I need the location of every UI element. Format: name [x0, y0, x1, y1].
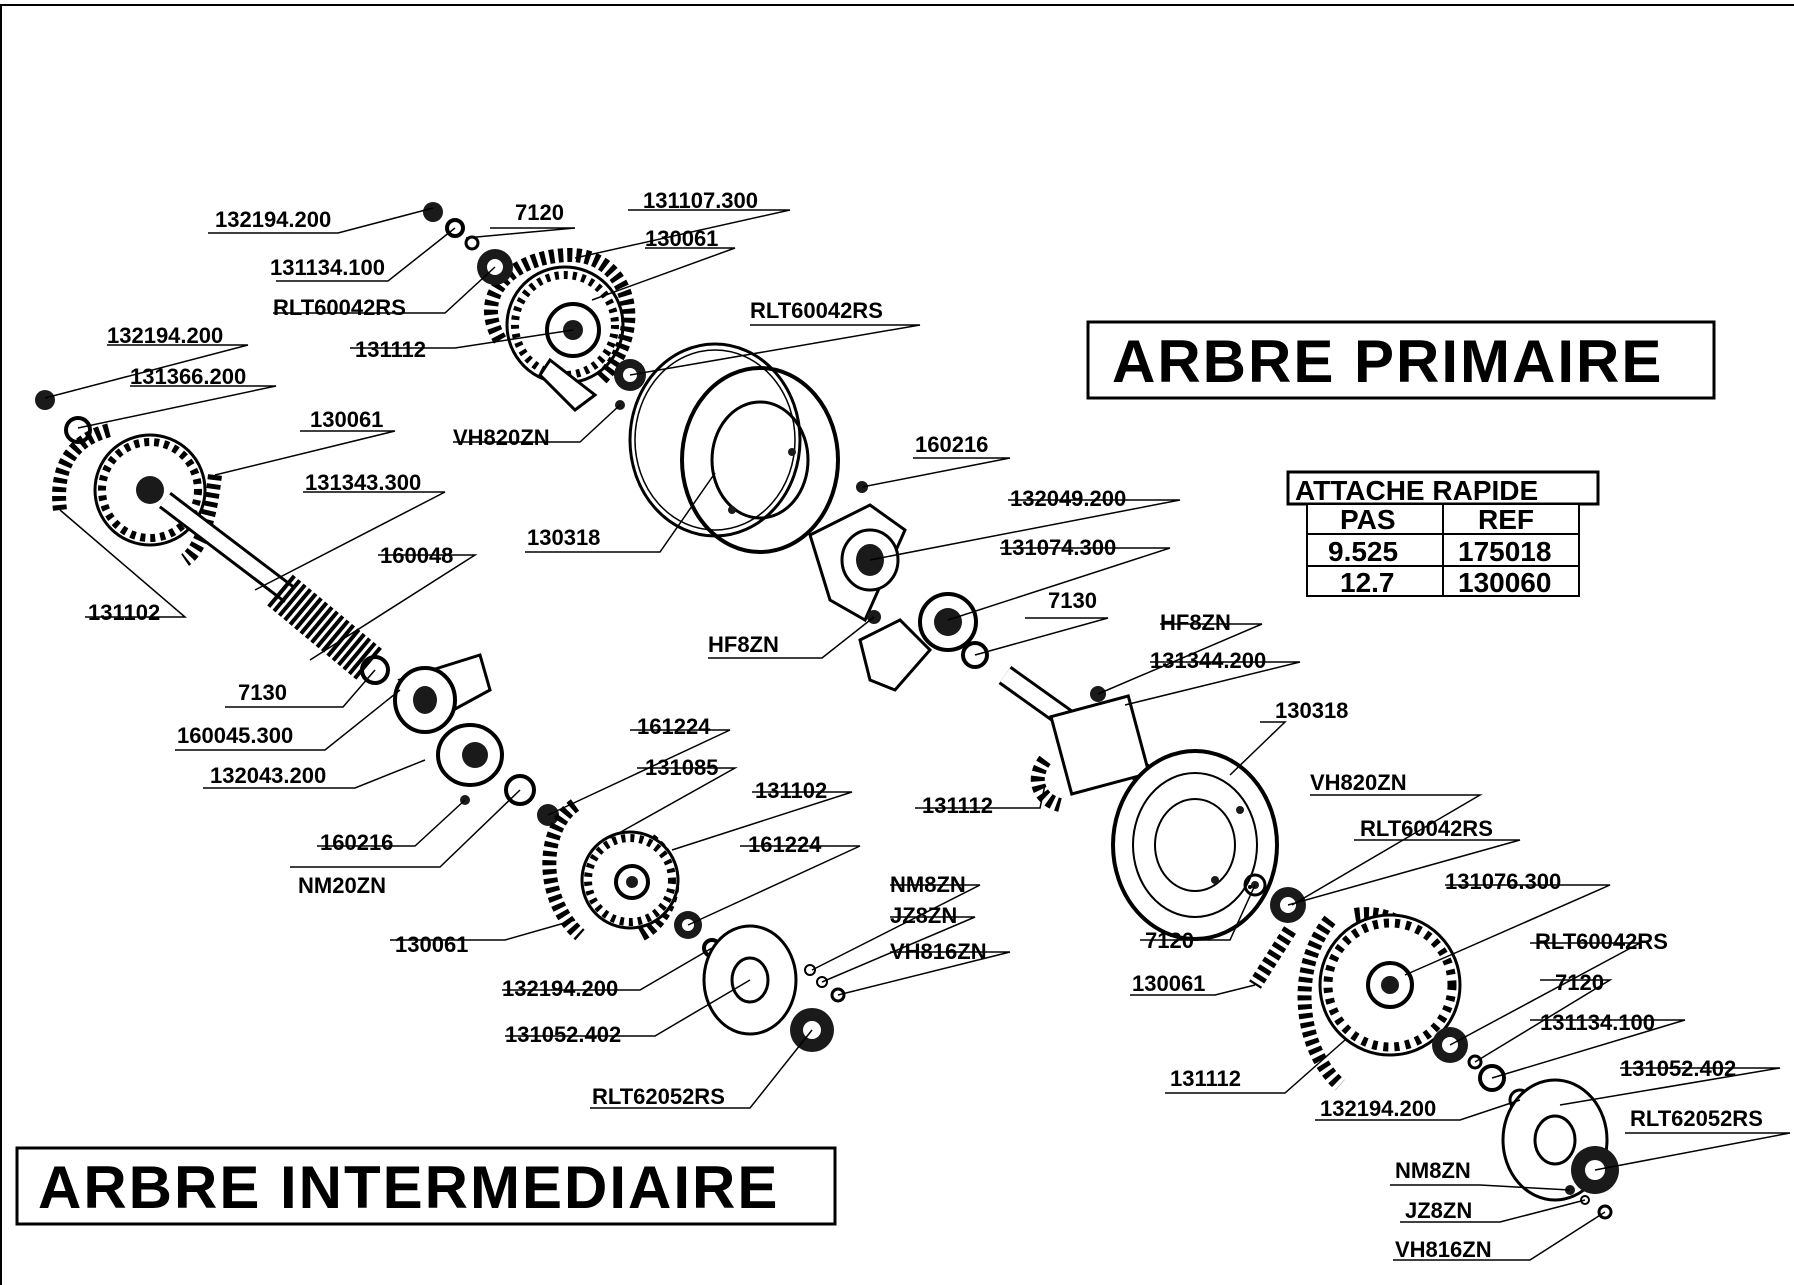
part-label: 130318: [527, 525, 600, 550]
part-label: 130061: [395, 932, 468, 957]
part-label: 130318: [1275, 698, 1348, 723]
primary-lower-plate: [1111, 749, 1279, 941]
part-label: JZ8ZN: [1405, 1198, 1472, 1223]
attache-rapide-table: ATTACHE RAPIDE PAS REF 9.525 175018 12.7…: [1286, 470, 1600, 598]
part-label: 131085: [645, 755, 718, 780]
part-label: 130061: [1132, 971, 1205, 996]
part-label: 132049.200: [1010, 486, 1126, 511]
lower-right-sprocket: [1249, 907, 1462, 1091]
part-label: 161224: [637, 714, 711, 739]
part-label: 131134.100: [1540, 1010, 1655, 1035]
part-label: 132194.200: [502, 976, 618, 1001]
part-label: 7120: [1145, 928, 1194, 953]
part-label: 132194.200: [107, 323, 223, 348]
leader-lines: [44, 207, 1791, 1261]
part-label: 160045.300: [177, 723, 293, 748]
part-label: RLT60042RS: [1360, 816, 1493, 841]
part-label: VH816ZN: [890, 939, 987, 964]
part-label: VH820ZN: [453, 425, 550, 450]
part-label: 131366.200: [130, 364, 246, 389]
part-label: 132194.200: [1320, 1096, 1436, 1121]
part-label: 131107.300: [643, 188, 758, 213]
table-header-ref: REF: [1478, 504, 1534, 535]
table-cell: 130060: [1458, 567, 1551, 598]
part-label: JZ8ZN: [890, 903, 957, 928]
table-header-pas: PAS: [1340, 504, 1396, 535]
part-label: 131102: [755, 778, 827, 803]
part-label: 131112: [355, 337, 426, 362]
part-label: NM8ZN: [1395, 1158, 1471, 1183]
part-label: NM8ZN: [890, 872, 966, 897]
part-label: HF8ZN: [708, 632, 779, 657]
primary-shaft: [998, 666, 1152, 812]
part-label: 131052.402: [505, 1022, 621, 1047]
part-label: 132043.200: [210, 763, 326, 788]
upper-sprocket-assembly: [483, 247, 636, 412]
intermediate-title: ARBRE INTERMEDIAIRE: [38, 1154, 779, 1221]
part-label: 7120: [1555, 970, 1604, 995]
part-label: 131076.300: [1445, 869, 1561, 894]
primary-bearing-housing: [858, 592, 989, 692]
part-label: RLT62052RS: [592, 1084, 725, 1109]
table-cell: 175018: [1458, 536, 1551, 567]
part-label: 130061: [310, 407, 383, 432]
part-label: VH816ZN: [1395, 1237, 1492, 1262]
part-label: HF8ZN: [1160, 610, 1231, 635]
primary-title: ARBRE PRIMAIRE: [1112, 328, 1663, 395]
part-label: NM20ZN: [298, 873, 386, 898]
intermediate-title-box: ARBRE INTERMEDIAIRE: [15, 1146, 837, 1226]
part-label: VH820ZN: [1310, 770, 1407, 795]
part-label: 131102: [88, 600, 160, 625]
part-label: 160216: [915, 432, 988, 457]
part-label: 160048: [380, 543, 453, 568]
part-label: 7130: [238, 680, 287, 705]
clutch-plates-primary: [628, 342, 840, 554]
part-label: 131074.300: [1000, 535, 1116, 560]
part-labels: 132194.200 7120 131107.300 130061 131134…: [88, 188, 1763, 1262]
part-label: RLT60042RS: [750, 298, 883, 323]
intermediate-shaft: [158, 492, 390, 685]
part-label: RLT60042RS: [1535, 929, 1668, 954]
table-cell: 9.525: [1328, 536, 1398, 567]
part-label: RLT62052RS: [1630, 1106, 1763, 1131]
part-label: RLT60042RS: [273, 295, 406, 320]
part-label: 131134.100: [270, 255, 385, 280]
part-label: 131343.300: [305, 470, 421, 495]
part-label: 131112: [922, 793, 993, 818]
part-label: 161224: [748, 832, 822, 857]
part-label: 132194.200: [215, 207, 331, 232]
part-label: 130061: [645, 226, 718, 251]
part-label: 160216: [320, 830, 393, 855]
part-label: 131052.402: [1620, 1056, 1736, 1081]
part-label: 131344.200: [1150, 648, 1266, 673]
table-title: ATTACHE RAPIDE: [1295, 475, 1538, 506]
table-cell: 12.7: [1340, 567, 1395, 598]
part-label: 131112: [1170, 1066, 1241, 1091]
primary-title-box: ARBRE PRIMAIRE: [1086, 320, 1716, 400]
part-label: 7120: [515, 200, 564, 225]
part-label: 7130: [1048, 588, 1097, 613]
